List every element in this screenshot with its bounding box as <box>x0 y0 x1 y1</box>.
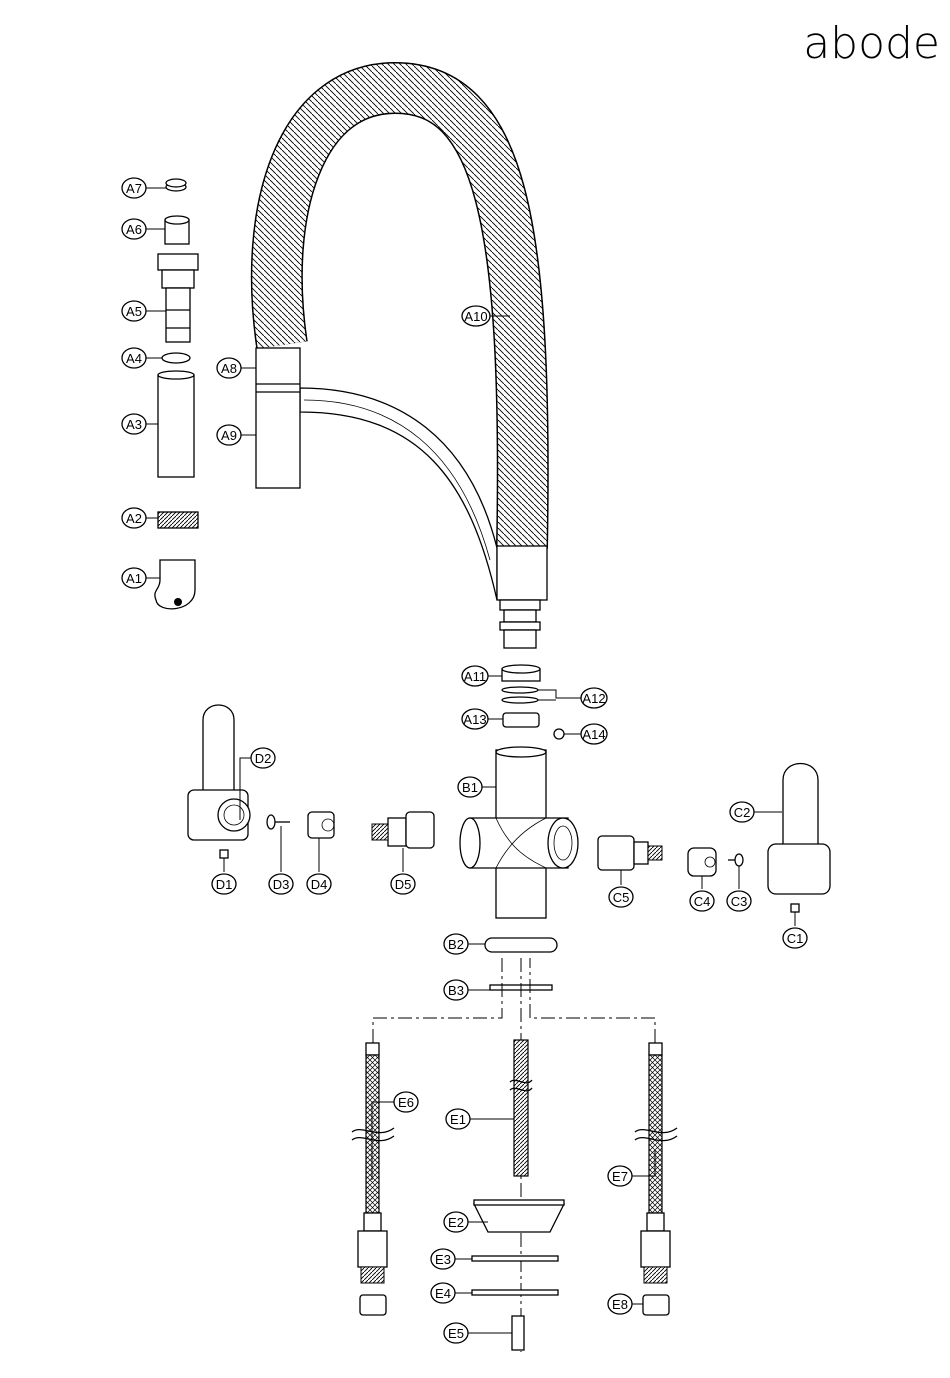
svg-text:A4: A4 <box>126 351 142 366</box>
callout-c2: C2 <box>730 802 754 822</box>
callout-e4: E4 <box>431 1283 455 1303</box>
svg-text:E1: E1 <box>450 1112 466 1127</box>
callout-e5: E5 <box>444 1323 468 1343</box>
callout-e7: E7 <box>608 1166 632 1186</box>
svg-text:A10: A10 <box>464 309 487 324</box>
callout-b1: B1 <box>458 777 482 797</box>
svg-text:E7: E7 <box>612 1169 628 1184</box>
right-handle-parts <box>598 764 830 913</box>
callout-e8: E8 <box>608 1294 632 1314</box>
svg-text:A2: A2 <box>126 511 142 526</box>
callout-c5: C5 <box>609 887 633 907</box>
callout-e2: E2 <box>444 1212 468 1232</box>
svg-text:B3: B3 <box>448 983 464 998</box>
callout-e6: E6 <box>394 1092 418 1112</box>
callout-leaders <box>146 188 795 1333</box>
mounting-parts <box>502 665 564 739</box>
spray-head-parts <box>155 179 198 609</box>
callout-a1: A1 <box>122 568 146 588</box>
callout-a10: A10 <box>462 306 490 326</box>
callout-a7: A7 <box>122 178 146 198</box>
svg-text:D2: D2 <box>255 751 272 766</box>
callout-a8: A8 <box>217 358 241 378</box>
brand-logo: abode <box>803 18 940 69</box>
svg-text:A1: A1 <box>126 571 142 586</box>
svg-text:C5: C5 <box>613 890 630 905</box>
svg-text:B1: B1 <box>462 780 478 795</box>
supply-hoses <box>352 958 677 1352</box>
svg-text:E2: E2 <box>448 1215 464 1230</box>
svg-text:B2: B2 <box>448 937 464 952</box>
svg-text:D4: D4 <box>311 877 328 892</box>
svg-text:E8: E8 <box>612 1297 628 1312</box>
callout-c3: C3 <box>727 891 751 911</box>
svg-text:E4: E4 <box>435 1286 451 1301</box>
callout-d2: D2 <box>251 748 275 768</box>
callout-b2: B2 <box>444 934 468 954</box>
svg-text:A6: A6 <box>126 222 142 237</box>
callout-d5: D5 <box>391 874 415 894</box>
svg-text:A3: A3 <box>126 417 142 432</box>
left-handle-parts <box>188 705 434 858</box>
callout-a4: A4 <box>122 348 146 368</box>
svg-text:A5: A5 <box>126 304 142 319</box>
callout-c1: C1 <box>783 928 807 948</box>
callout-b3: B3 <box>444 980 468 1000</box>
svg-text:A7: A7 <box>126 181 142 196</box>
svg-text:D3: D3 <box>273 877 290 892</box>
callout-a3: A3 <box>122 414 146 434</box>
svg-text:E3: E3 <box>435 1252 451 1267</box>
callout-d3: D3 <box>269 874 293 894</box>
callout-a11: A11 <box>462 666 488 686</box>
svg-text:D5: D5 <box>395 877 412 892</box>
svg-text:A14: A14 <box>582 727 605 742</box>
callout-d4: D4 <box>307 874 331 894</box>
callout-e1: E1 <box>446 1109 470 1129</box>
callout-e3: E3 <box>431 1249 455 1269</box>
svg-text:C4: C4 <box>694 894 711 909</box>
callout-a14: A14 <box>581 724 607 744</box>
callout-d1: D1 <box>212 874 236 894</box>
svg-text:A13: A13 <box>463 712 486 727</box>
callout-a13: A13 <box>462 709 488 729</box>
svg-text:C1: C1 <box>787 931 804 946</box>
svg-text:D1: D1 <box>216 877 233 892</box>
callout-a9: A9 <box>217 425 241 445</box>
svg-text:C3: C3 <box>731 894 748 909</box>
callout-a5: A5 <box>122 301 146 321</box>
svg-text:A9: A9 <box>221 428 237 443</box>
callout-a2: A2 <box>122 508 146 528</box>
svg-text:C2: C2 <box>734 805 751 820</box>
callout-c4: C4 <box>690 891 714 911</box>
svg-text:E6: E6 <box>398 1095 414 1110</box>
svg-text:A12: A12 <box>582 691 605 706</box>
svg-text:A11: A11 <box>464 669 486 684</box>
svg-text:A8: A8 <box>221 361 237 376</box>
svg-text:E5: E5 <box>448 1326 464 1341</box>
callout-a12: A12 <box>581 688 607 708</box>
callout-a6: A6 <box>122 219 146 239</box>
